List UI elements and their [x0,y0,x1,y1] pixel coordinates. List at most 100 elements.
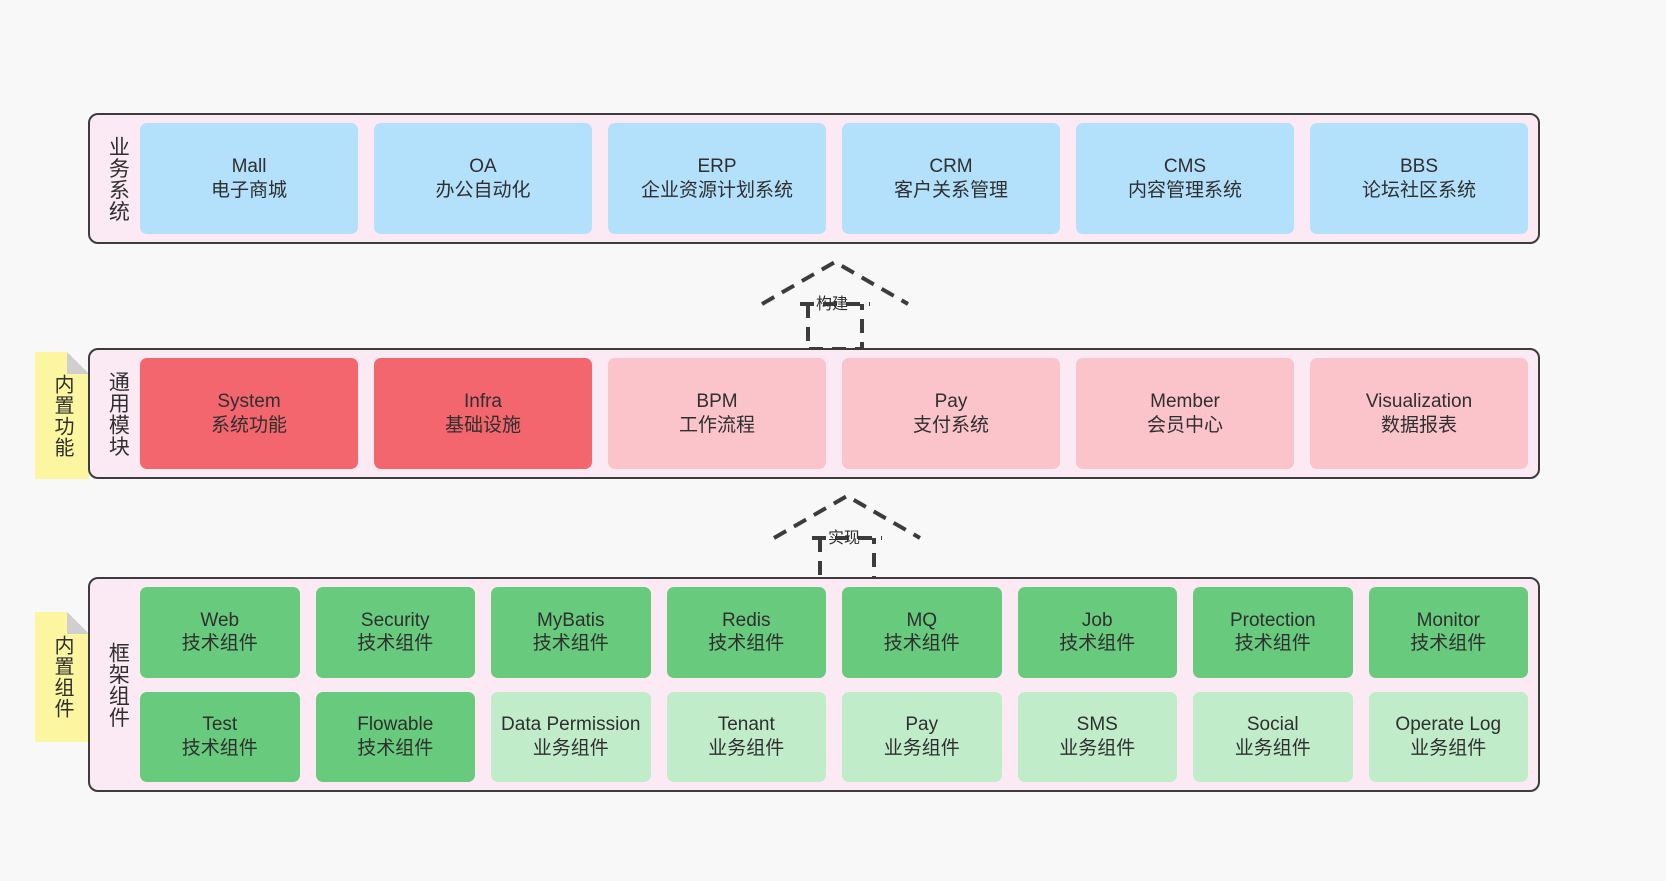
card-subtitle: 技术组件 [1234,633,1311,655]
layer-title: 通用模块 [106,370,130,457]
card-title: CRM [929,155,973,177]
layer-body: Mall 电子商城 OA 办公自动化 ERP 企业资源计划系统 CRM 客户关系… [134,123,1528,234]
card-subtitle: 内容管理系统 [1127,179,1242,201]
card-title: Redis [721,609,771,631]
card-row: Mall 电子商城 OA 办公自动化 ERP 企业资源计划系统 CRM 客户关系… [140,123,1528,234]
card-subtitle: 技术组件 [1410,633,1487,655]
layer-body: System 系统功能 Infra 基础设施 BPM 工作流程 Pay 支付系统… [134,358,1528,469]
card-subtitle: 技术组件 [1059,633,1136,655]
card-title: Member [1150,390,1220,412]
card-subtitle: 业务组件 [1059,737,1136,759]
sticky-note-label: 内置组件 [51,635,73,719]
card-bbs[interactable]: BBS 论坛社区系统 [1310,123,1528,234]
card-subtitle: 工作流程 [678,414,755,436]
layer-title: 框架组件 [106,641,130,728]
sticky-note-builtin-function: 内置功能 [35,352,89,479]
card-subtitle: 技术组件 [883,633,960,655]
dashed-up-arrow-icon [761,259,909,351]
layer-title: 业务系统 [106,135,130,222]
card-member[interactable]: Member 会员中心 [1076,358,1294,469]
card-subtitle: 客户关系管理 [893,179,1008,201]
card-title: Security [360,609,430,631]
card-row: Web 技术组件 Security 技术组件 MyBatis 技术组件 Redi… [140,587,1528,678]
card-subtitle: 技术组件 [357,633,434,655]
card-mybatis[interactable]: MyBatis 技术组件 [491,587,651,678]
card-title: Monitor [1416,609,1480,631]
card-operate-log[interactable]: Operate Log 业务组件 [1368,691,1528,782]
card-erp[interactable]: ERP 企业资源计划系统 [608,123,826,234]
card-subtitle: 支付系统 [912,414,989,436]
card-security[interactable]: Security 技术组件 [315,587,475,678]
card-title: Pay [934,390,968,412]
card-title: ERP [697,155,737,177]
card-subtitle: 会员中心 [1146,414,1223,436]
card-subtitle: 业务组件 [883,737,960,759]
card-job[interactable]: Job 技术组件 [1017,587,1177,678]
card-title: Social [1246,714,1299,736]
card-title: Operate Log [1395,714,1502,736]
card-subtitle: 技术组件 [181,737,258,759]
card-monitor[interactable]: Monitor 技术组件 [1368,587,1528,678]
card-title: CMS [1163,155,1207,177]
card-title: SMS [1076,714,1118,736]
card-pay-business[interactable]: Pay 业务组件 [842,691,1002,782]
card-title: Infra [463,390,503,412]
card-pay[interactable]: Pay 支付系统 [842,358,1060,469]
card-subtitle: 业务组件 [1234,737,1311,759]
connector-build-arrow: 构建 [740,252,930,352]
card-title: Pay [905,714,939,736]
card-web[interactable]: Web 技术组件 [140,587,300,678]
card-subtitle: 数据报表 [1380,414,1457,436]
sticky-note-label: 内置功能 [51,373,73,458]
card-mall[interactable]: Mall 电子商城 [140,123,358,234]
card-system[interactable]: System 系统功能 [140,358,358,469]
card-bpm[interactable]: BPM 工作流程 [608,358,826,469]
card-row: Test 技术组件 Flowable 技术组件 Data Permission … [140,691,1528,782]
card-protection[interactable]: Protection 技术组件 [1193,587,1353,678]
card-subtitle: 业务组件 [1410,737,1487,759]
layer-framework-component: 框架组件 Web 技术组件 Security 技术组件 MyBatis 技术组件… [88,577,1540,792]
card-visualization[interactable]: Visualization 数据报表 [1310,358,1528,469]
card-flowable[interactable]: Flowable 技术组件 [315,691,475,782]
card-cms[interactable]: CMS 内容管理系统 [1076,123,1294,234]
card-subtitle: 技术组件 [708,633,785,655]
card-subtitle: 业务组件 [532,737,609,759]
card-test[interactable]: Test 技术组件 [140,691,300,782]
card-redis[interactable]: Redis 技术组件 [666,587,826,678]
card-title: Data Permission [501,714,641,736]
card-subtitle: 技术组件 [357,737,434,759]
sticky-note-builtin-component: 内置组件 [35,612,89,742]
card-mq[interactable]: MQ 技术组件 [842,587,1002,678]
card-title: Test [202,714,238,736]
connector-label: 实现 [828,530,861,547]
card-subtitle: 论坛社区系统 [1361,179,1476,201]
card-title: MyBatis [536,609,605,631]
card-subtitle: 电子商城 [210,179,287,201]
card-title: Visualization [1365,390,1473,412]
card-crm[interactable]: CRM 客户关系管理 [842,123,1060,234]
card-subtitle: 业务组件 [708,737,785,759]
card-tenant[interactable]: Tenant 业务组件 [666,691,826,782]
card-subtitle: 企业资源计划系统 [640,179,793,201]
card-title: BPM [696,390,738,412]
card-title: BBS [1399,155,1439,177]
card-infra[interactable]: Infra 基础设施 [374,358,592,469]
card-title: OA [469,155,497,177]
card-sms[interactable]: SMS 业务组件 [1017,691,1177,782]
card-row: System 系统功能 Infra 基础设施 BPM 工作流程 Pay 支付系统… [140,358,1528,469]
card-subtitle: 办公自动化 [435,179,531,201]
card-title: Mall [231,155,267,177]
layer-body: Web 技术组件 Security 技术组件 MyBatis 技术组件 Redi… [134,587,1528,782]
connector-implement-arrow: 实现 [752,486,942,586]
card-oa[interactable]: OA 办公自动化 [374,123,592,234]
card-social[interactable]: Social 业务组件 [1193,691,1353,782]
card-data-permission[interactable]: Data Permission 业务组件 [491,691,651,782]
card-subtitle: 技术组件 [532,633,609,655]
card-title: MQ [906,609,938,631]
card-subtitle: 基础设施 [444,414,521,436]
card-subtitle: 技术组件 [181,633,258,655]
connector-label: 构建 [816,296,849,313]
card-title: Tenant [717,714,775,736]
card-title: System [217,390,281,412]
